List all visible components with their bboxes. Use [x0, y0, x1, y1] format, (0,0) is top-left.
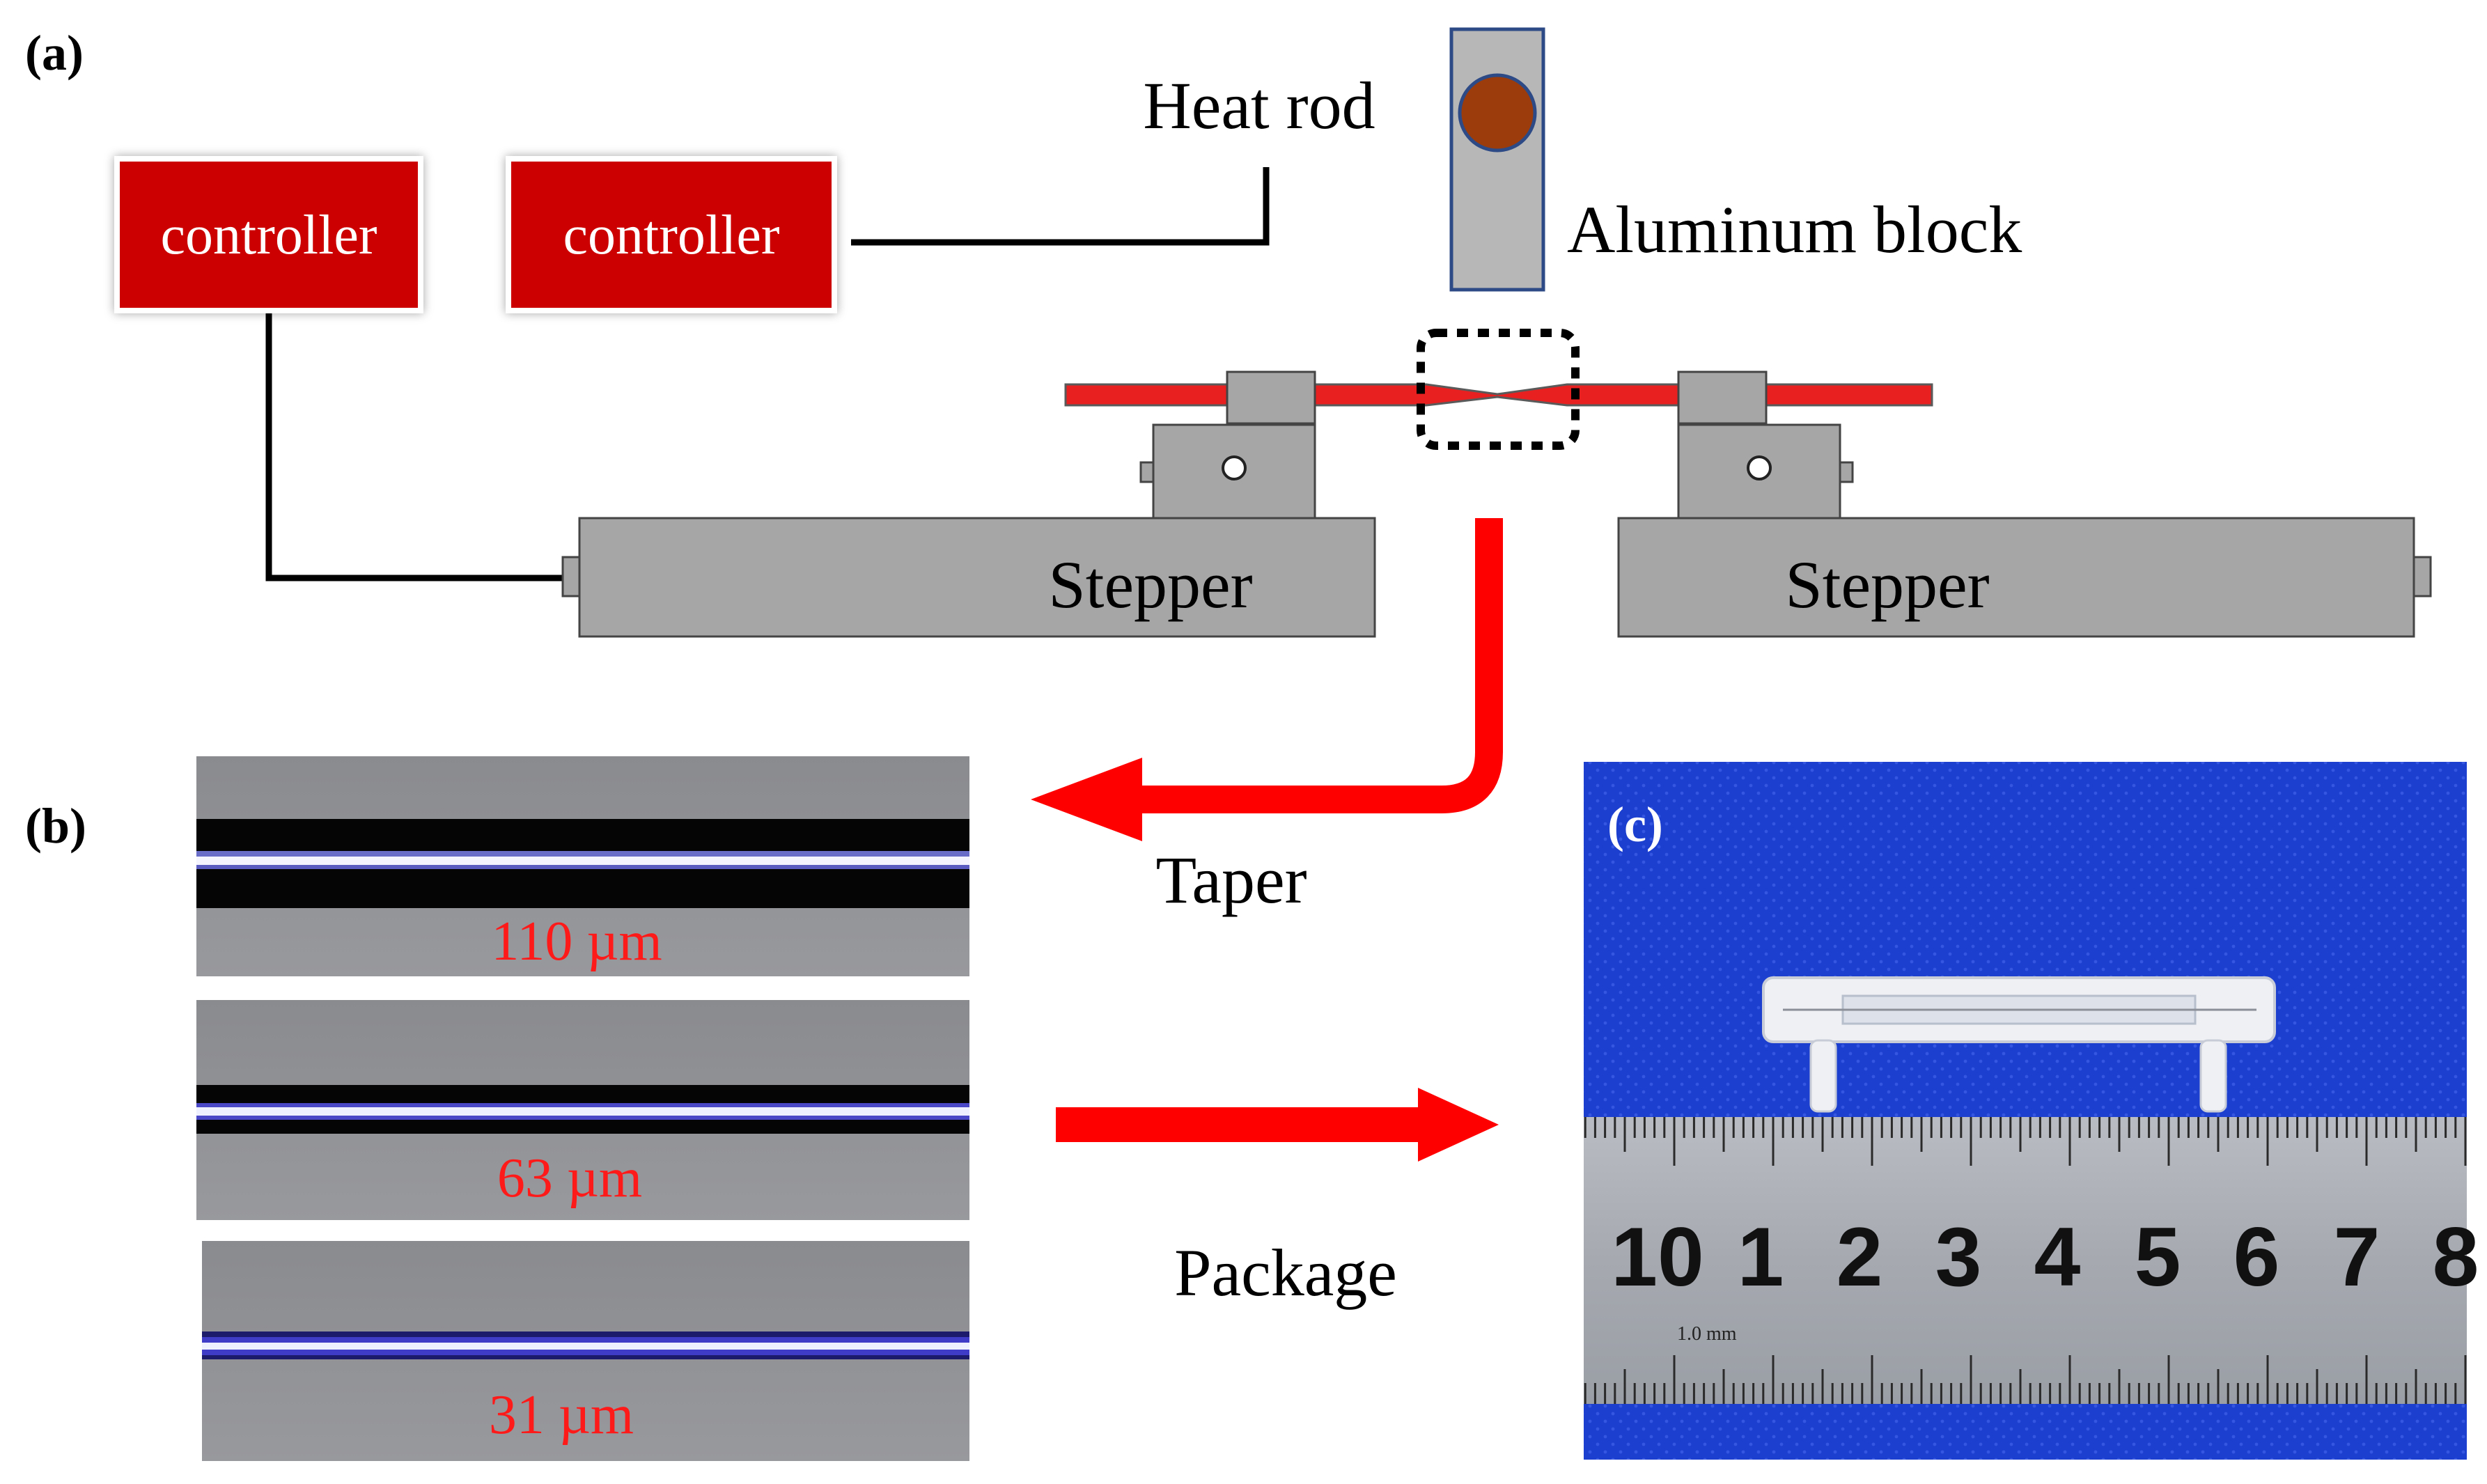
wire-controller-stepper: [265, 313, 566, 581]
ruler-number: 5: [2135, 1210, 2181, 1304]
heat-rod-label: Heat rod: [1143, 68, 1375, 143]
package-label: Package: [1174, 1235, 1397, 1310]
stepper-left: Stepper: [561, 517, 1376, 638]
panel-label-b: (b): [25, 798, 86, 854]
controller-right: controller: [506, 156, 837, 313]
fiber-holder-left: [1139, 370, 1316, 520]
panel-label-c: (c): [1607, 797, 1663, 852]
fiber-holder-right: [1677, 370, 1854, 520]
ruler-number: 10: [1611, 1210, 1704, 1304]
micrograph-110: 110 µm: [196, 756, 969, 976]
taper-region-box: [1417, 329, 1580, 450]
stepper-right-label: Stepper: [1785, 547, 1989, 622]
ruler-number: 8: [2433, 1210, 2479, 1304]
taper-label: Taper: [1155, 843, 1307, 917]
micrograph-31-label: 31 µm: [489, 1384, 634, 1446]
ruler-number: 1: [1738, 1210, 1784, 1304]
micrograph-63: 63 µm: [196, 1000, 969, 1220]
aluminum-block-label: Aluminum block: [1567, 192, 2022, 267]
ruler-number: 3: [1935, 1210, 1982, 1304]
controller-left-label: controller: [161, 205, 377, 266]
stepper-left-label: Stepper: [1048, 547, 1252, 622]
panel-label-a: (a): [25, 25, 84, 81]
ruler-number: 7: [2334, 1210, 2380, 1304]
wire-controller-heat-rod: [851, 167, 1270, 246]
heat-rod-icon: [1458, 73, 1537, 153]
screw-icon: [1222, 455, 1247, 481]
micrograph-63-label: 63 µm: [497, 1148, 642, 1209]
optical-fiber: [1064, 383, 1933, 407]
packaged-sensor: [1762, 976, 2276, 1113]
stepper-right: Stepper: [1617, 517, 2432, 638]
ruler-number: 4: [2034, 1210, 2081, 1304]
micrograph-110-label: 110 µm: [491, 911, 662, 972]
controller-right-label: controller: [563, 205, 780, 266]
controller-left: controller: [114, 156, 423, 313]
taper-arrow: [1031, 518, 1503, 841]
package-arrow: [1056, 1088, 1499, 1162]
aluminum-block: [1449, 27, 1545, 292]
ruler-ticks: [1584, 1117, 2467, 1404]
ruler-number: 2: [1837, 1210, 1883, 1304]
screw-icon: [1747, 455, 1772, 481]
micrograph-31: 31 µm: [202, 1241, 969, 1461]
ruler-number: 6: [2233, 1210, 2280, 1304]
ruler-unit-mark: 1.0 mm: [1677, 1323, 1737, 1345]
